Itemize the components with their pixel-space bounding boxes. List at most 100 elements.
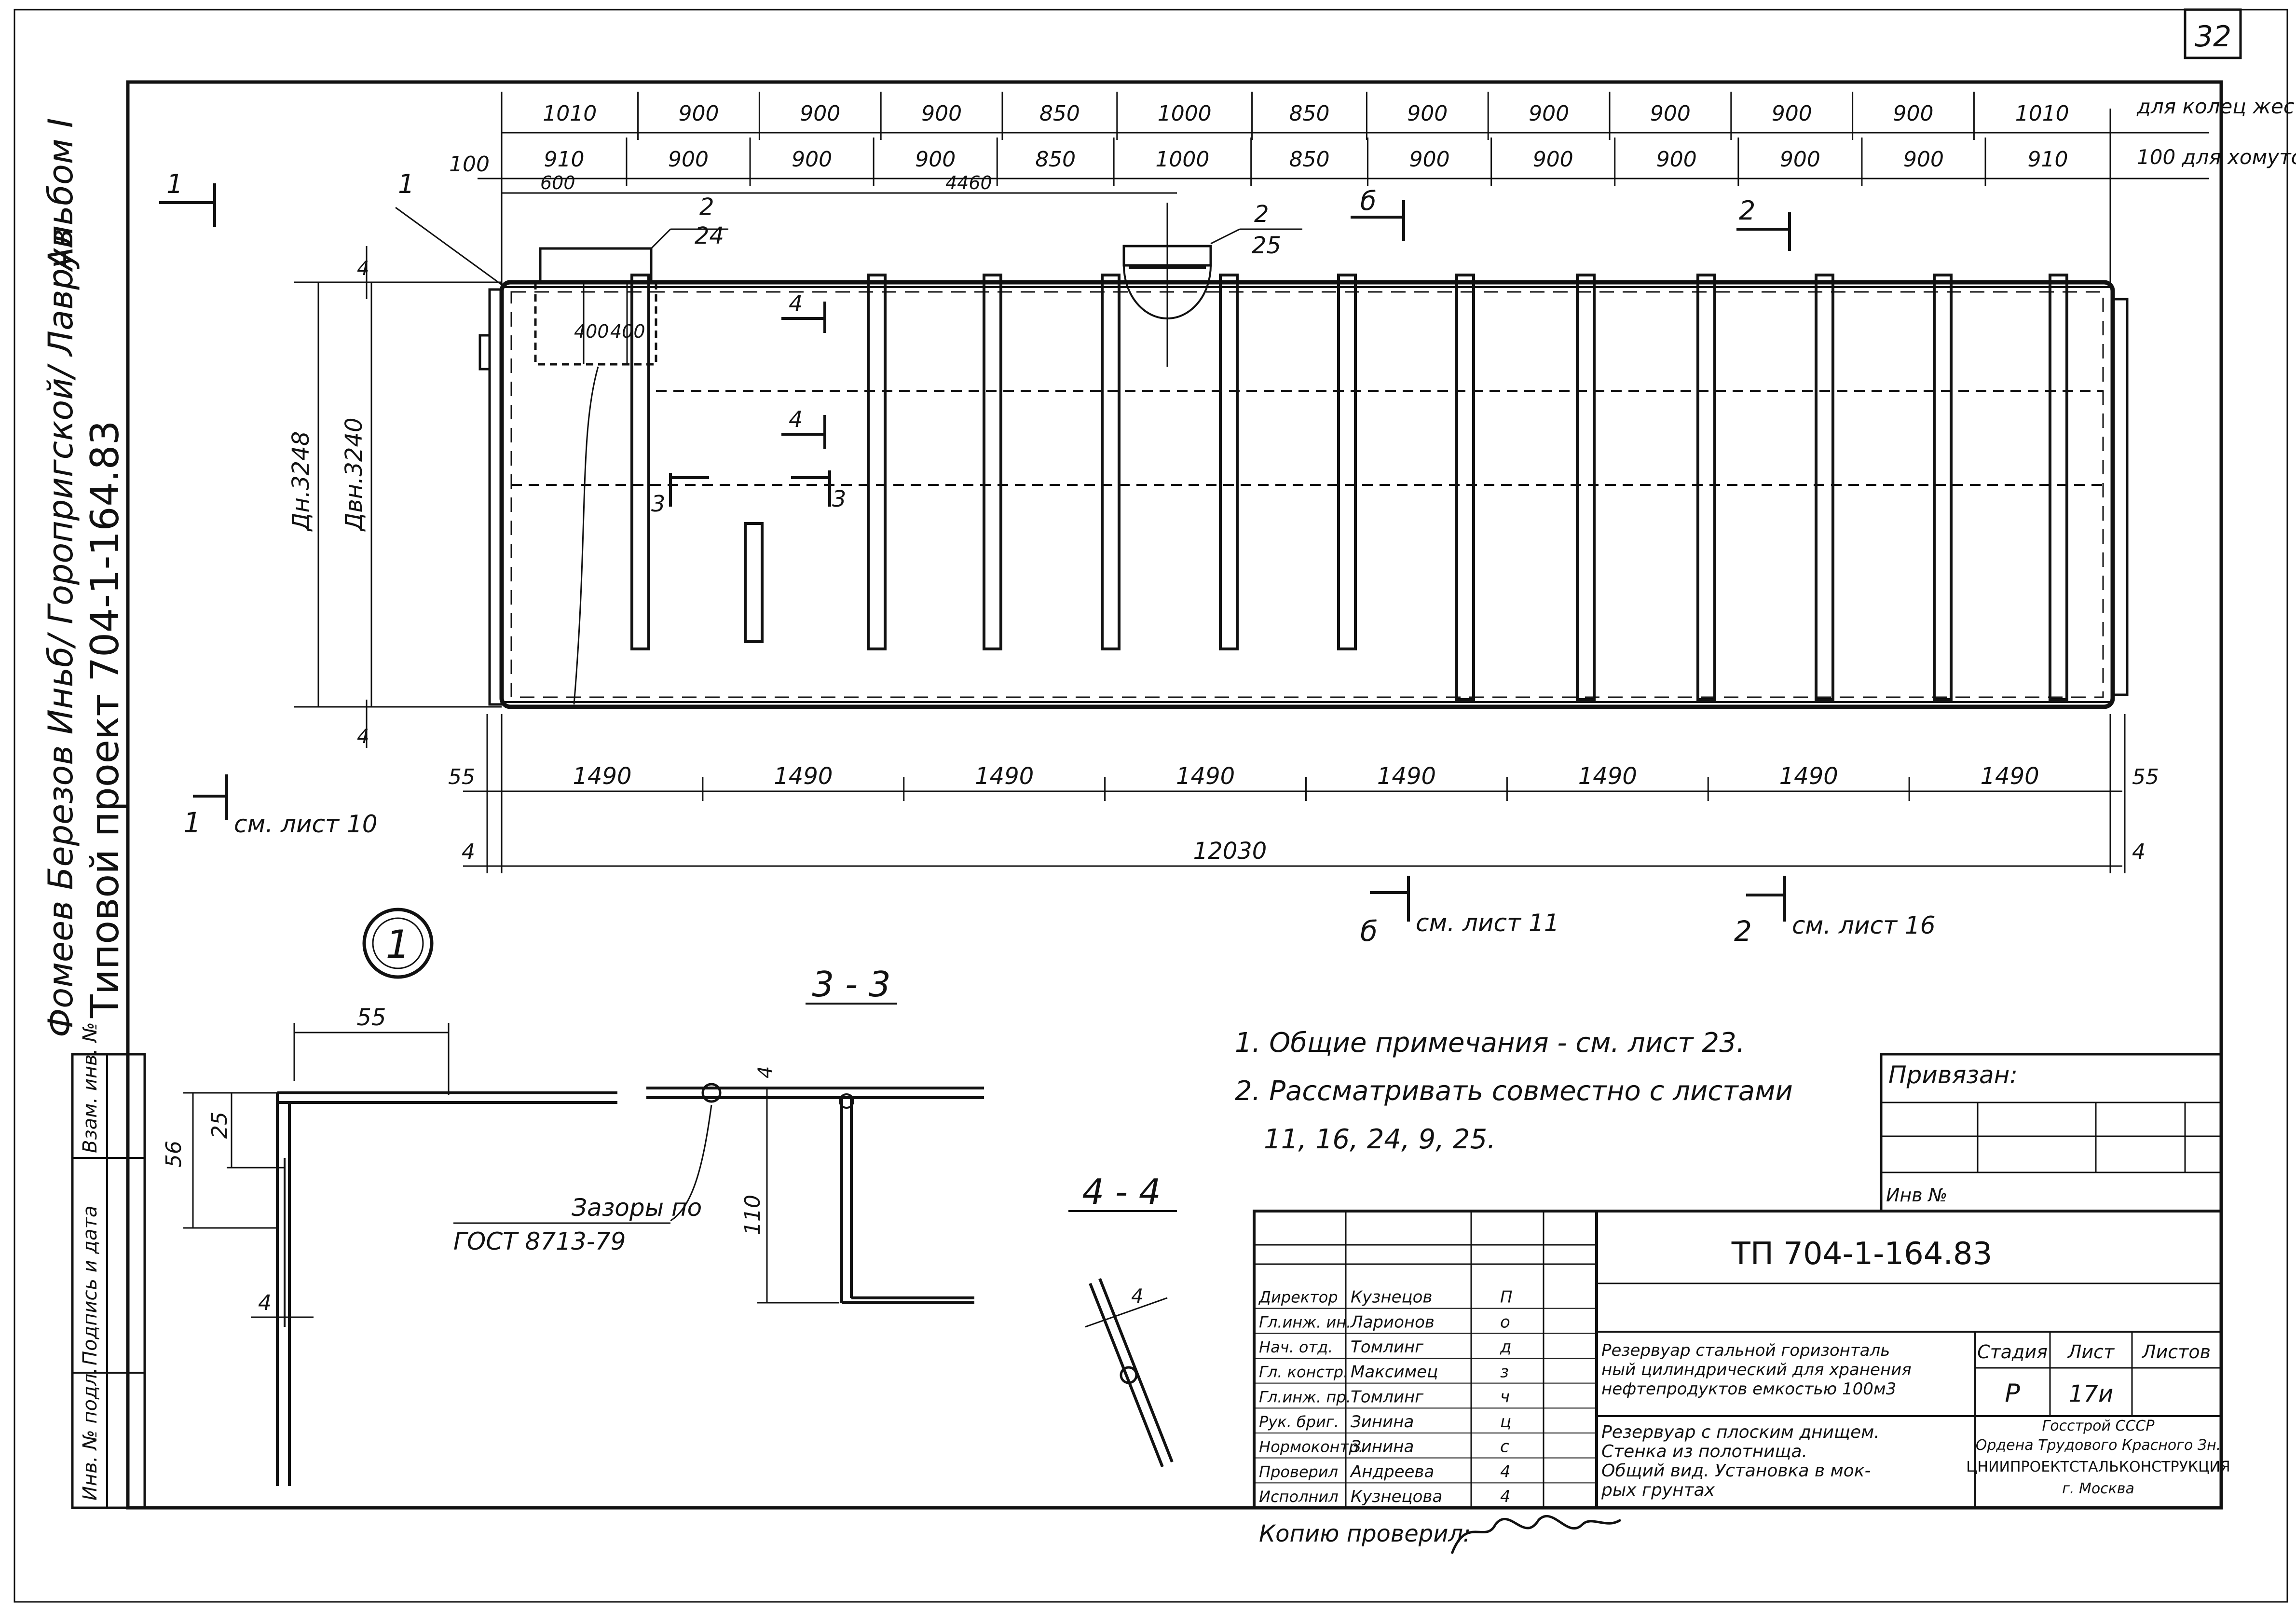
dim-bottom-4: 1490	[1377, 763, 1436, 790]
role-0: Директор	[1258, 1288, 1338, 1307]
dim-row1-12: 1010	[2015, 101, 2069, 126]
role-2: Нач. отд.	[1259, 1338, 1333, 1356]
list-value: 17и	[2069, 1380, 2113, 1407]
object-line-2: ный цилиндрический для хранения	[1601, 1360, 1912, 1379]
sheet-frame	[14, 8, 2288, 1603]
dim-row2-lead: 100	[449, 152, 490, 177]
copy-checked: Копию проверил:	[1259, 1520, 1471, 1547]
sec-mark-3a: 3	[651, 491, 665, 517]
dim-row1-8: 900	[1529, 101, 1569, 126]
note-2: 2. Рассматривать совместно с листами	[1235, 1075, 1793, 1107]
sec-mark-3b: 3	[832, 486, 846, 512]
dim-row1-9: 900	[1650, 101, 1691, 126]
ring-8	[1696, 274, 1716, 701]
margin-album: Альбом I	[41, 118, 81, 272]
dim-row2-0: 910	[544, 147, 584, 172]
role-name-2: Томлинг	[1351, 1337, 1424, 1357]
role-sig-8: 4	[1500, 1487, 1511, 1506]
top-dimensions	[478, 109, 2209, 285]
dim-bottom-5: 1490	[1578, 763, 1637, 790]
sec-mark-b: б	[1360, 186, 1376, 216]
dim-bottom-2: 1490	[975, 763, 1034, 790]
dim-row1-1: 900	[678, 101, 719, 126]
stage-value: Р	[2005, 1379, 2020, 1408]
detail-1-dim25: 25	[207, 1112, 232, 1139]
dim-row2-6: 850	[1289, 147, 1330, 172]
ring-5	[1337, 274, 1357, 650]
sec-mark-4a: 4	[789, 290, 803, 317]
binding-inv: Инв №	[1886, 1185, 1947, 1206]
ring-1	[867, 274, 887, 650]
role-6: Нормоконтр.	[1259, 1438, 1364, 1456]
detail-1-dim55: 55	[356, 1004, 386, 1031]
role-name-4: Томлинг	[1351, 1387, 1424, 1406]
row1-note: для колец жесткости	[2136, 95, 2296, 118]
role-name-6: Зинина	[1351, 1437, 1414, 1457]
dim-bottom-right-end: 55	[2132, 765, 2159, 789]
sec-mark-1-top: 1	[166, 169, 183, 199]
dim-row2-10: 900	[1780, 147, 1820, 172]
dim-row2-9: 900	[1656, 147, 1697, 172]
role-name-0: Кузнецов	[1351, 1288, 1432, 1307]
role-7: Проверил	[1259, 1462, 1338, 1481]
org-line-3: ЦНИИПРОЕКТСТАЛЬКОНСТРУКЦИЯ	[1966, 1459, 2230, 1475]
dim-bottom-7: 1490	[1980, 763, 2039, 790]
dim-400-a: 400	[574, 321, 609, 342]
sheet-title-4: рых грунтах	[1601, 1480, 1715, 1500]
dim-bottom-1: 1490	[774, 763, 833, 790]
note-3: 11, 16, 24, 9, 25.	[1264, 1124, 1496, 1155]
dim-4-bottom: 4	[357, 726, 369, 748]
section-3-3-title: 3 - 3	[812, 964, 890, 1005]
role-name-7: Андреева	[1350, 1462, 1434, 1481]
role-name-8: Кузнецова	[1351, 1487, 1442, 1506]
role-sig-7: 4	[1500, 1462, 1511, 1481]
stiffening-rings	[630, 274, 2068, 701]
callout-3-top: 2	[1254, 201, 1269, 228]
ref-2-mark: 2	[1734, 915, 1752, 948]
gap-std: ГОСТ 8713-79	[453, 1227, 626, 1255]
role-1: Гл.инж. ин.	[1259, 1313, 1351, 1331]
dim-bottom-3: 1490	[1176, 763, 1235, 790]
title-block-code: ТП 704-1-164.83	[1731, 1236, 1993, 1272]
callout-2-bottom: 24	[695, 222, 724, 249]
note-1: 1. Общие примечания - см. лист 23.	[1235, 1027, 1745, 1059]
role-sig-5: ц	[1500, 1412, 1511, 1432]
margin-signatures: Фомеев Березов Иньб/ Горопригской/ Лавру…	[41, 229, 81, 1037]
binding-label: Привязан:	[1888, 1061, 2018, 1089]
object-line-3: нефтепродуктов емкостью 100м3	[1601, 1379, 1896, 1399]
row2-note: 100 для хомутов	[2137, 145, 2296, 169]
role-sig-2: д	[1500, 1337, 1512, 1357]
callout-2-top: 2	[699, 193, 714, 220]
dim-4460: 4460	[945, 172, 992, 193]
dim-row2-7: 900	[1409, 147, 1450, 172]
ring-9	[1815, 274, 1834, 701]
tank-elevation	[478, 280, 2129, 709]
dim-4-top: 4	[357, 258, 369, 280]
ring-2	[983, 274, 1002, 650]
sheet-title-1: Резервуар с плоским днищем.	[1601, 1422, 1880, 1442]
role-sig-1: о	[1500, 1312, 1510, 1332]
role-8: Исполнил	[1259, 1488, 1339, 1506]
dim-row2-2: 900	[792, 147, 832, 172]
hatch-small	[534, 247, 764, 705]
role-sig-3: з	[1500, 1363, 1509, 1382]
role-4: Гл.инж. пр.	[1259, 1388, 1351, 1406]
dim-row1-2: 900	[800, 101, 840, 126]
dim-row1-0: 1010	[543, 101, 597, 126]
dim-row1-3: 900	[921, 101, 962, 126]
role-name-5: Зинина	[1351, 1412, 1414, 1432]
gap-note: Зазоры по	[572, 1194, 702, 1222]
dim-row2-5: 1000	[1155, 147, 1209, 172]
ref-b-text: см. лист 11	[1416, 909, 1559, 937]
sec-mark-2: 2	[1739, 195, 1755, 226]
section-4-4-title: 4 - 4	[1082, 1171, 1161, 1212]
dim-row1-6: 850	[1289, 101, 1330, 126]
dim-dn: Дн.3248	[287, 431, 314, 532]
dim-row1-7: 900	[1407, 101, 1448, 126]
ring-3	[1101, 274, 1121, 650]
section-refs	[193, 774, 1786, 922]
role-sig-6: с	[1500, 1437, 1509, 1457]
sheet-title-3: Общий вид. Установка в мок-	[1601, 1461, 1871, 1481]
dim-row2-1: 900	[668, 147, 709, 172]
